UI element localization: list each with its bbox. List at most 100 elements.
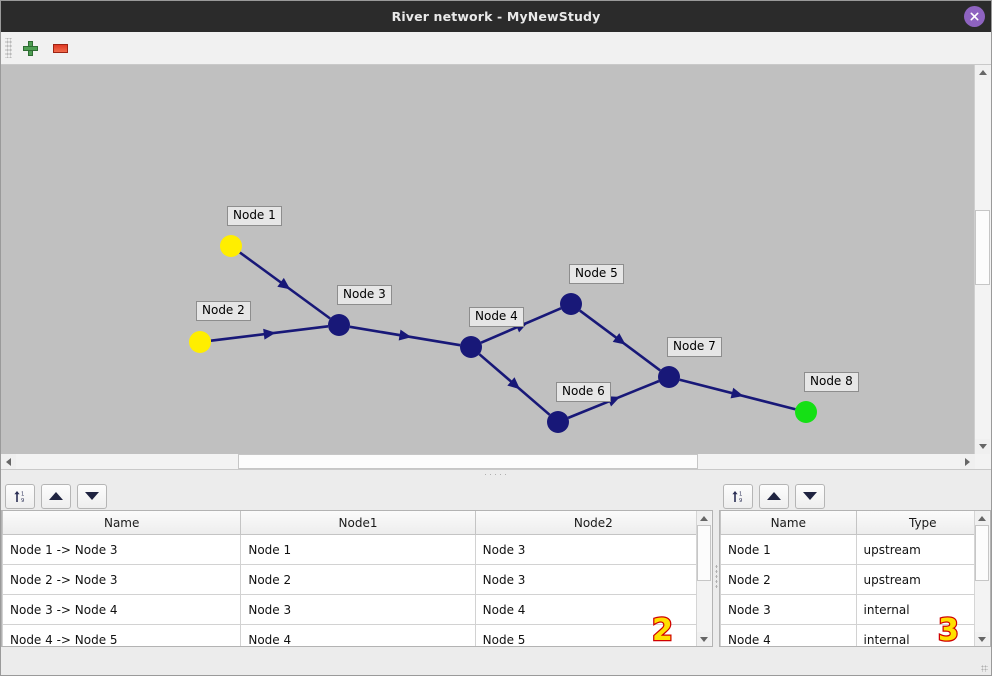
nodes-table-cell[interactable]: upstream (855, 534, 990, 565)
edge-arrowhead (507, 377, 521, 390)
nodes-table-cell[interactable]: Node 4 (720, 624, 857, 646)
nodes-table-cell[interactable]: Node 1 (720, 534, 857, 565)
graph-node-node5[interactable] (560, 293, 582, 315)
triangle-down-icon (978, 444, 987, 449)
links-table-cell[interactable]: Node 1 (240, 534, 476, 565)
canvas-scroll-down-button[interactable] (975, 439, 990, 454)
nodes-table-cell[interactable]: Node 2 (720, 564, 857, 595)
nodes-table-cell[interactable]: internal (855, 624, 990, 646)
overlay-number-3: 3 (937, 612, 960, 647)
links-table-column-header[interactable]: Name (2, 511, 242, 535)
graph-node-node1[interactable] (220, 235, 242, 257)
canvas-scroll-up-button[interactable] (975, 65, 990, 80)
svg-text:1: 1 (21, 491, 24, 497)
links-table-cell[interactable]: Node 3 (474, 564, 712, 595)
nodes-move-down-button[interactable] (795, 483, 825, 509)
node-label-node4[interactable]: Node 4 (469, 307, 524, 327)
window-title: River network - MyNewStudy (391, 9, 601, 24)
nodes-table-column-header[interactable]: Name (720, 511, 857, 535)
graph-node-node2[interactable] (189, 331, 211, 353)
sort-ascending-icon: 1 9 (13, 490, 24, 504)
canvas-scroll-left-button[interactable] (1, 454, 16, 469)
node-label-node8[interactable]: Node 8 (804, 372, 859, 392)
links-scroll-up-button[interactable] (697, 511, 711, 525)
node-label-node5[interactable]: Node 5 (569, 264, 624, 284)
links-table-cell[interactable]: Node 1 -> Node 3 (2, 534, 242, 565)
nodes-scroll-up-button[interactable] (975, 511, 989, 525)
sort-ascending-icon: 1 9 (731, 490, 742, 504)
triangle-up-icon (978, 70, 987, 75)
links-sort-button[interactable]: 1 9 (5, 483, 35, 509)
links-table-cell[interactable]: Node 3 (474, 534, 712, 565)
nodes-scroll-down-button[interactable] (975, 632, 989, 646)
nodes-table-scrollbar[interactable] (974, 511, 990, 646)
resize-grip[interactable] (981, 665, 988, 672)
vertical-splitter[interactable] (713, 479, 719, 675)
svg-text:1: 1 (739, 491, 742, 497)
toolbar-grip[interactable] (5, 38, 12, 58)
links-move-up-button[interactable] (41, 483, 71, 509)
graph-node-node3[interactable] (328, 314, 350, 336)
nodes-move-up-button[interactable] (759, 483, 789, 509)
links-move-down-button[interactable] (77, 483, 107, 509)
nodes-table-column-header[interactable]: Type (855, 511, 990, 535)
links-table-cell[interactable]: Node 4 (240, 624, 476, 646)
graph-canvas[interactable]: Node 1 Node 2 Node 3 Node 4 Node 5 Node 6 Node… (1, 65, 975, 469)
graph-node-node8[interactable] (795, 401, 817, 423)
arrow-up-icon (49, 492, 63, 500)
canvas-vertical-scrollbar[interactable] (974, 65, 991, 469)
main-toolbar (1, 32, 991, 65)
links-table-column-header[interactable]: Node1 (240, 511, 476, 535)
graph-node-node6[interactable] (547, 411, 569, 433)
delete-node-button[interactable] (45, 35, 75, 62)
links-table-cell[interactable]: Node 2 (240, 564, 476, 595)
node-label-node3[interactable]: Node 3 (337, 285, 392, 305)
canvas-horizontal-scrollbar[interactable] (1, 454, 975, 469)
horizontal-splitter[interactable] (1, 469, 991, 479)
nodes-scroll-thumb[interactable] (975, 525, 989, 581)
node-label-node6[interactable]: Node 6 (556, 382, 611, 402)
nodes-sort-button[interactable]: 1 9 (723, 483, 753, 509)
links-table-scrollbar[interactable] (696, 511, 712, 646)
add-node-button[interactable] (15, 35, 45, 62)
links-table-cell[interactable]: Node 4 (474, 594, 712, 625)
links-scroll-thumb[interactable] (697, 525, 711, 581)
triangle-right-icon (965, 457, 970, 466)
svg-text:9: 9 (739, 498, 742, 504)
nodes-table-cell[interactable]: Node 3 (720, 594, 857, 625)
splitter-handle-dots (483, 473, 509, 476)
node-label-node2[interactable]: Node 2 (196, 301, 251, 321)
node-label-node1[interactable]: Node 1 (227, 206, 282, 226)
edge-arrowhead (277, 277, 291, 290)
graph-node-node7[interactable] (658, 366, 680, 388)
links-table-cell[interactable]: Node 3 -> Node 4 (2, 594, 242, 625)
links-table-column-header[interactable]: Node2 (474, 511, 712, 535)
canvas-scroll-right-button[interactable] (960, 454, 975, 469)
node-label-node7[interactable]: Node 7 (667, 337, 722, 357)
links-table-cell[interactable]: Node 4 -> Node 5 (2, 624, 242, 646)
links-scroll-down-button[interactable] (697, 632, 711, 646)
links-table-cell[interactable]: Node 2 -> Node 3 (2, 564, 242, 595)
graph-node-node4[interactable] (460, 336, 482, 358)
links-table-cell[interactable]: Node 5 (474, 624, 712, 646)
graph-canvas-container: Node 1 Node 2 Node 3 Node 4 Node 5 Node 6 Node… (1, 65, 991, 469)
arrow-down-icon (85, 492, 99, 500)
canvas-vertical-scroll-thumb[interactable] (975, 210, 990, 285)
close-button[interactable] (964, 6, 985, 27)
nodes-table-cell[interactable]: internal (855, 594, 990, 625)
nodes-table-cell[interactable]: upstream (855, 564, 990, 595)
canvas-horizontal-scroll-thumb[interactable] (238, 454, 698, 469)
links-table-cell[interactable]: Node 3 (240, 594, 476, 625)
